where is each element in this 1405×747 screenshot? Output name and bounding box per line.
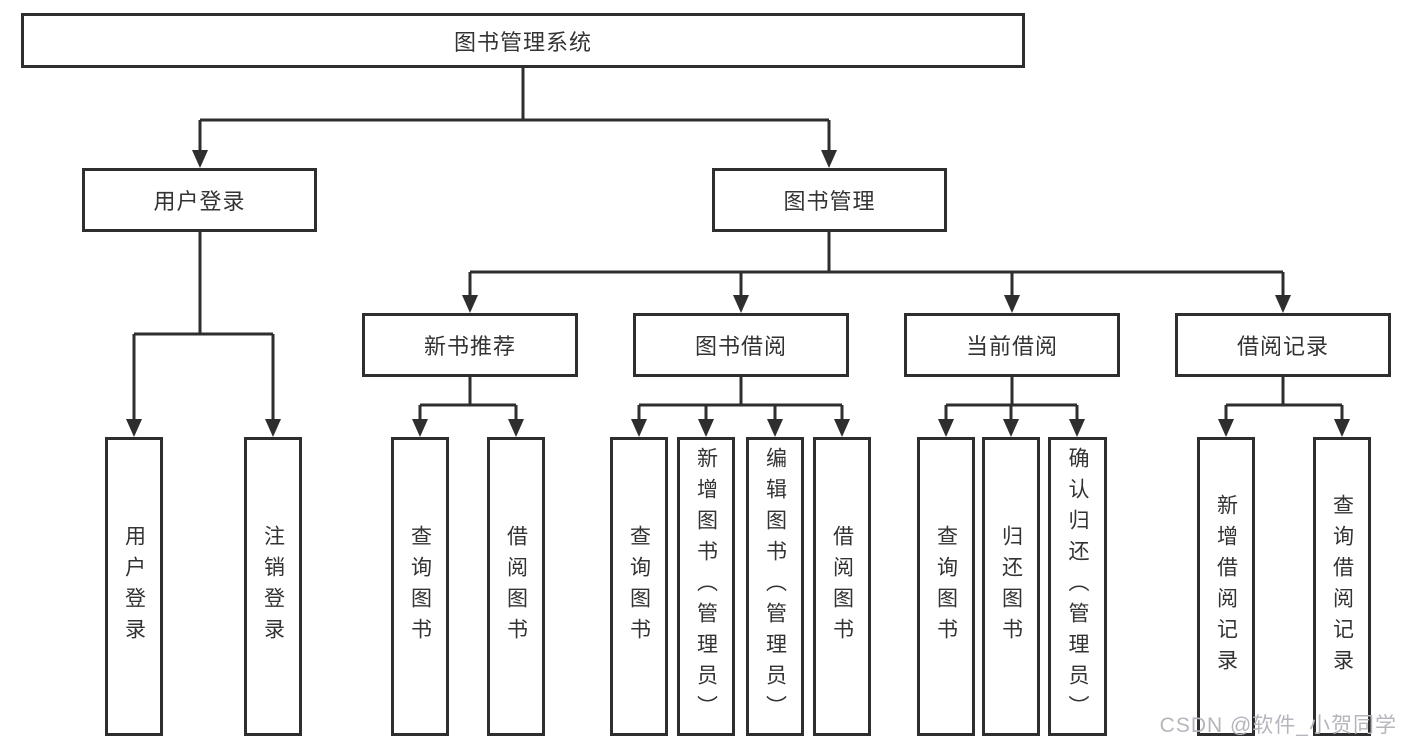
leaf-query-borrow-record-label: 查询借阅记录	[1330, 493, 1354, 680]
leaf-add-book-admin-label: 新增图书（管理员）	[694, 447, 718, 726]
leaf-borrow-books-label: 借阅图书	[830, 524, 854, 649]
leaf-query-books-borrow-label: 查询图书	[627, 524, 651, 649]
leaf-borrow-books-recommend-label: 借阅图书	[504, 524, 528, 649]
leaf-query-books-borrow: 查询图书	[610, 437, 668, 736]
leaf-add-borrow-record: 新增借阅记录	[1197, 437, 1255, 736]
leaf-edit-book-admin-label: 编辑图书（管理员）	[763, 447, 787, 726]
leaf-confirm-return-admin-label: 确认归还（管理员）	[1066, 447, 1089, 726]
leaf-add-book-admin: 新增图书（管理员）	[677, 437, 735, 736]
node-user-login: 用户登录	[82, 168, 317, 232]
leaf-query-books-current: 查询图书	[917, 437, 975, 736]
leaf-logout: 注销登录	[244, 437, 302, 736]
node-book-management: 图书管理	[712, 168, 947, 232]
node-current-borrow-label: 当前借阅	[965, 334, 1058, 359]
leaf-confirm-return-admin: 确认归还（管理员）	[1048, 437, 1107, 736]
node-root: 图书管理系统	[21, 13, 1025, 68]
watermark: CSDN @软件_小贺同学	[1159, 714, 1397, 737]
leaf-edit-book-admin: 编辑图书（管理员）	[746, 437, 804, 736]
leaf-borrow-books: 借阅图书	[813, 437, 871, 736]
leaf-return-book-label: 归还图书	[999, 524, 1023, 649]
node-book-borrow: 图书借阅	[633, 313, 849, 377]
node-borrow-records-label: 借阅记录	[1236, 334, 1329, 359]
leaf-borrow-books-recommend: 借阅图书	[487, 437, 545, 736]
leaf-query-books-current-label: 查询图书	[934, 524, 958, 649]
leaf-user-login-label: 用户登录	[122, 524, 146, 649]
leaf-query-borrow-record: 查询借阅记录	[1313, 437, 1371, 736]
node-book-borrow-label: 图书借阅	[694, 334, 787, 359]
leaf-query-books-recommend-label: 查询图书	[408, 524, 432, 649]
leaf-add-borrow-record-label: 新增借阅记录	[1214, 493, 1238, 680]
node-user-login-label: 用户登录	[153, 189, 246, 214]
arrowheads	[126, 150, 1350, 437]
node-new-book-recommend: 新书推荐	[362, 313, 578, 377]
leaf-query-books-recommend: 查询图书	[391, 437, 449, 736]
node-root-label: 图书管理系统	[453, 29, 592, 55]
node-new-book-recommend-label: 新书推荐	[423, 334, 516, 359]
leaf-user-login: 用户登录	[105, 437, 163, 736]
node-current-borrow: 当前借阅	[904, 313, 1120, 377]
node-book-management-label: 图书管理	[783, 189, 876, 214]
node-borrow-records: 借阅记录	[1175, 313, 1391, 377]
leaf-logout-label: 注销登录	[261, 524, 285, 649]
leaf-return-book: 归还图书	[982, 437, 1040, 736]
